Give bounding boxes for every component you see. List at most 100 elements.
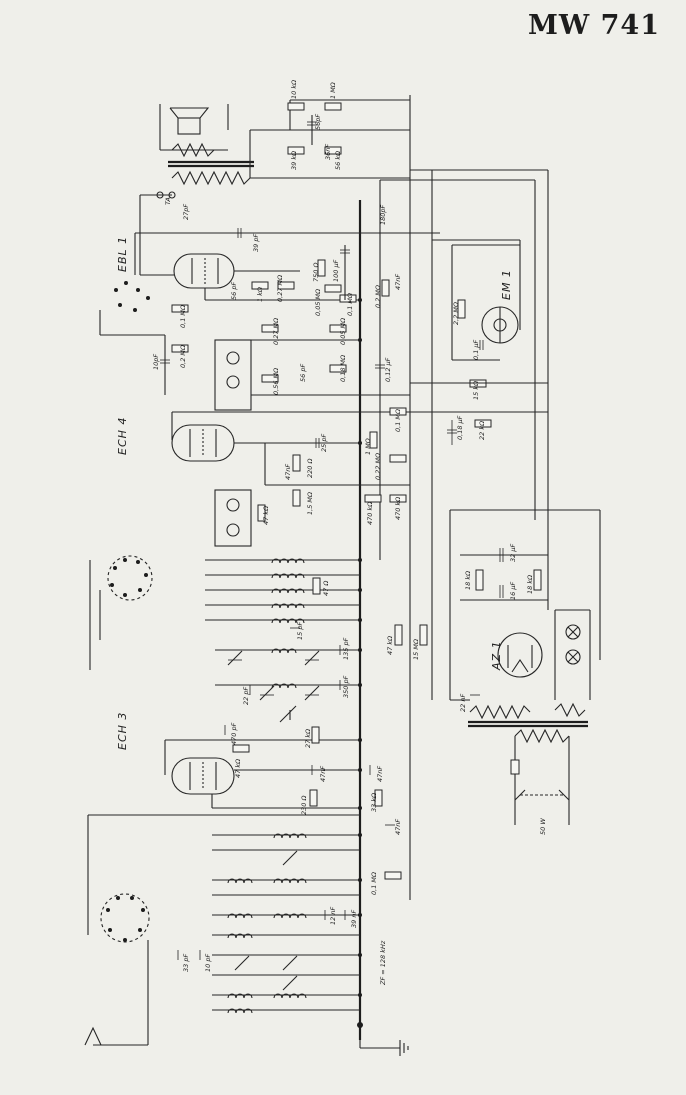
- label-47nf-b: 47nF: [376, 766, 384, 782]
- wave-switch-main[interactable]: [107, 555, 153, 601]
- antenna-input[interactable]: [84, 1026, 148, 1046]
- resistor-02m: [381, 279, 390, 297]
- tube-label-em1: EM 1: [500, 269, 513, 300]
- mains-fuse: [510, 736, 570, 800]
- label-22k: 22 kΩ: [478, 421, 486, 440]
- resistor-1m-top: [324, 102, 342, 111]
- resistor-005m-b: [329, 324, 347, 333]
- wave-switch-ebl[interactable]: [99, 281, 165, 336]
- label-1k: 1 kΩ: [256, 287, 264, 302]
- label-10pf-b: 10 pF: [204, 954, 212, 972]
- trimmer-rf-3[interactable]: [234, 955, 250, 971]
- label-56pf: 56pF: [314, 114, 322, 130]
- rf-coil-5: [273, 913, 307, 919]
- resistor-10k: [287, 102, 305, 111]
- rf-coil-7: [227, 993, 253, 999]
- tube-ech4: [171, 424, 235, 462]
- label-15m-b: 15 MΩ: [412, 639, 420, 660]
- tube-ech3: [171, 757, 235, 795]
- trimmer-osc-4[interactable]: [304, 685, 320, 701]
- trimmer-rf-1[interactable]: [282, 850, 298, 866]
- wave-switch-rf[interactable]: [100, 893, 150, 943]
- label-39k: 39 kΩ: [290, 151, 298, 170]
- label-18k-b: 18 kΩ: [526, 575, 534, 594]
- resistor-01m-ech4: [389, 407, 407, 416]
- label-01m-rf: 0,1 MΩ: [370, 872, 378, 895]
- resistor-470k: [364, 494, 382, 503]
- resistor-018m: [329, 364, 347, 373]
- resistor-056m: [261, 374, 279, 383]
- trimmer-rf-4[interactable]: [282, 975, 298, 991]
- tube-label-ech4: ECH 4: [116, 417, 129, 455]
- label-018m: 0,18 MΩ: [339, 355, 347, 382]
- label-39nf: 39 nF: [350, 910, 358, 928]
- resistor-56k: [324, 146, 342, 155]
- potentiometer-volume[interactable]: [324, 284, 342, 293]
- ta-jack-1[interactable]: [168, 191, 176, 199]
- ta-jack-2[interactable]: [156, 191, 164, 199]
- label-1m-top: 1 MΩ: [329, 82, 337, 99]
- tube-label-az1: AZ 1: [490, 640, 503, 671]
- resistor-750: [317, 259, 326, 277]
- label-005m-b: 0,05 MΩ: [339, 318, 347, 345]
- label-32uf: 32 µF: [509, 544, 517, 562]
- label-135pf: 135 pF: [342, 637, 350, 660]
- label-470k-b: 470 kΩ: [394, 497, 402, 520]
- label-47nf-ech4: 47nF: [284, 464, 292, 480]
- label-47nf-c: 47nF: [394, 819, 402, 835]
- rf-coil-4: [227, 913, 253, 919]
- resistor-15m-b: [419, 624, 428, 646]
- label-750: 750 Ω: [312, 263, 320, 282]
- trimmer-osc-1[interactable]: [227, 650, 243, 666]
- resistor-33k: [374, 789, 383, 807]
- tube-em1: [481, 306, 519, 344]
- label-470k: 470 kΩ: [366, 502, 374, 525]
- tube-ebl1: [173, 253, 235, 289]
- label-47-osc: 47 Ω: [322, 581, 330, 596]
- power-switch[interactable]: [514, 789, 570, 825]
- rf-coil-6: [227, 933, 253, 939]
- label-power: 50 W: [539, 818, 547, 835]
- label-47nf-ech3: 47nF: [319, 766, 327, 782]
- dial-lamps: [554, 609, 591, 700]
- tuning-gang-osc[interactable]: [279, 705, 297, 723]
- resistor-470k-b: [389, 494, 407, 503]
- label-47nf: 47nF: [394, 274, 402, 290]
- label-27k: 27 kΩ: [304, 729, 312, 748]
- resistor-027m-b: [261, 324, 279, 333]
- resistor-47-osc: [312, 577, 321, 595]
- label-10k: 10 kΩ: [290, 80, 298, 99]
- label-39pf: 39 pF: [252, 234, 260, 252]
- resistor-01m: [339, 294, 357, 303]
- label-56k: 56 kΩ: [334, 151, 342, 170]
- label-01m: 0,1 MΩ: [346, 293, 354, 316]
- trimmer-osc-3[interactable]: [259, 685, 275, 701]
- label-16uf: 16 µF: [509, 582, 517, 600]
- osc-coil-7: [271, 683, 297, 689]
- ground-symbol: [360, 1040, 409, 1056]
- page-title: MW 741: [528, 10, 660, 41]
- label-02m-ebl: 0,2 MΩ: [179, 345, 187, 368]
- junction-dots: [357, 298, 363, 1028]
- label-56pf-g: 56 pF: [230, 282, 238, 300]
- resistor-47k-b: [394, 624, 403, 646]
- label-012uf: 0,12 µF: [384, 357, 392, 382]
- osc-coil-3: [271, 588, 305, 594]
- resistor-27k: [311, 726, 320, 744]
- label-15k: 15 kΩ: [472, 381, 480, 400]
- label-36nf: 36nF: [324, 144, 332, 160]
- label-022m: 0,22 MΩ: [374, 453, 382, 480]
- trimmer-rf-2[interactable]: [282, 955, 298, 971]
- osc-coil-6: [271, 648, 297, 654]
- label-22pf: 22 pF: [242, 687, 250, 705]
- label-zf: ZF = 128 kHz: [379, 940, 387, 986]
- rf-coil-9: [227, 1008, 253, 1014]
- osc-coil-2: [271, 573, 305, 579]
- resistor-01m-rf: [384, 871, 402, 880]
- output-transformer: [168, 142, 254, 186]
- label-25pf: 25 pF: [320, 434, 328, 452]
- label-018uf: 0,18 µF: [456, 415, 464, 440]
- trimmer-osc-2[interactable]: [304, 650, 320, 666]
- label-027m: 0,27 MΩ: [276, 275, 284, 302]
